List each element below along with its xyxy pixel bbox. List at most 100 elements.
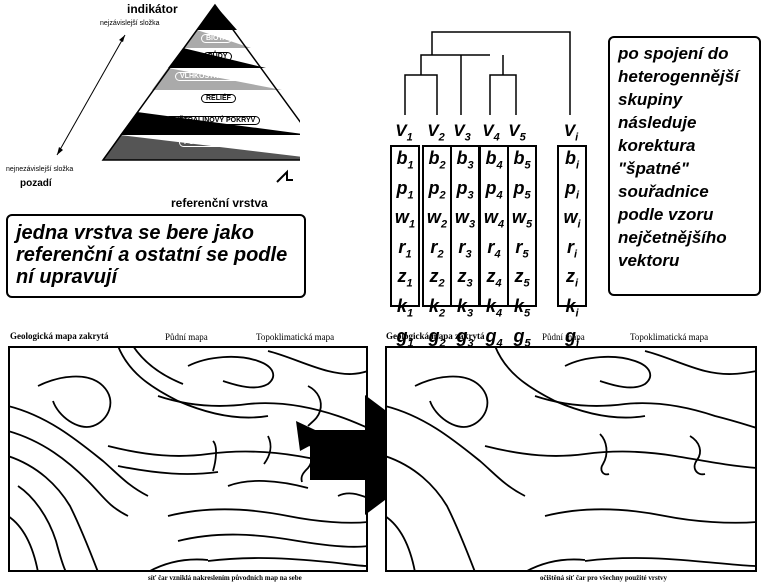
vector-cell: r1	[398, 236, 412, 261]
left-map-title-soil: Půdní mapa	[165, 332, 208, 342]
pyramid-outline	[101, 3, 300, 161]
pyramid-diagram	[56, 3, 300, 183]
dendrogram	[404, 31, 571, 115]
dendro-v1-v2	[404, 74, 438, 115]
vector-column-v5: b5 p5 w5 r5 z5 k5 g5	[507, 145, 537, 349]
left-map-caption: síť čar vzniklá nakreslením původních ma…	[148, 574, 302, 582]
vector-cell: ri	[566, 236, 578, 261]
vector-cell: g3	[456, 325, 474, 350]
right-box-line-10: vektoru	[618, 251, 680, 270]
vector-cell: w4	[483, 207, 505, 231]
arrow-head-top	[119, 35, 125, 42]
vector-head-v3: V3	[453, 121, 471, 144]
vector-cell: p4	[485, 177, 503, 202]
right-box-line-7: souřadnice	[618, 182, 709, 201]
vector-column-v4: b4 p4 w4 r4 z4 k4 g4	[479, 145, 509, 349]
vector-cell: w1	[394, 207, 416, 231]
right-box-line-2: heterogennější	[618, 67, 739, 86]
right-map-title-soil: Půdní mapa	[542, 332, 585, 342]
vector-cell: z3	[457, 266, 473, 290]
vector-cell: wi	[563, 207, 581, 231]
vector-cell: g5	[513, 325, 531, 350]
right-map-title-topo: Topoklimatická mapa	[630, 332, 709, 342]
vector-cell: z4	[486, 266, 502, 290]
background-label: pozadí	[20, 178, 52, 189]
vector-cell: w5	[511, 207, 533, 231]
right-map-caption: očištěná síť čar pro všechny použité vrs…	[540, 574, 668, 582]
vector-cell: bi	[564, 148, 580, 172]
vector-cell: z2	[429, 266, 445, 290]
vector-cell: b4	[485, 148, 503, 172]
vector-cell: g1	[396, 325, 414, 350]
vector-cell: p1	[396, 177, 414, 202]
pyramid-layer-3	[168, 48, 266, 68]
right-box-line-9: nejčetnějšího	[618, 228, 727, 247]
vector-cell: gi	[564, 325, 580, 350]
vector-cell: r4	[487, 236, 501, 261]
vector-cell: k2	[428, 295, 446, 320]
layer-label-moisture: VLHKOSTNÍ POMĚRY	[175, 72, 258, 81]
vector-cell: p2	[428, 177, 446, 202]
vector-cell: pi	[564, 177, 580, 202]
transformation-arrow-icon	[310, 395, 445, 515]
reference-arrow-icon	[276, 169, 293, 183]
pyramid-layer-4	[152, 68, 282, 90]
indicator-label: indikátor	[127, 2, 178, 16]
pyramid-layer-1	[197, 5, 237, 30]
dependency-arrow-line	[56, 34, 126, 156]
vector-column-vi: bi pi wi ri zi ki gi	[557, 145, 587, 349]
most-independent-label: nejnezávislejší složka	[6, 166, 74, 173]
left-box-line-3: ní upravují	[16, 266, 118, 288]
vector-head-v1: V1	[395, 121, 413, 144]
vector-cell: k4	[485, 295, 503, 320]
vector-cell: b1	[396, 148, 414, 172]
layer-label-relief: RELIÉF	[201, 94, 236, 103]
vector-cell: w2	[426, 207, 448, 231]
vector-cell: p5	[513, 177, 531, 202]
right-box-line-5: korektura	[618, 136, 696, 155]
vector-column-v3: b3 p3 w3 r3 z3 k3 g3	[450, 145, 480, 349]
right-map-title-geology: Geologická mapa zakrytá	[386, 331, 485, 341]
vector-cell: b3	[456, 148, 474, 172]
vector-cell: z5	[514, 266, 530, 290]
right-box-line-3: skupiny	[618, 90, 683, 109]
right-cleaned-map	[385, 346, 757, 572]
left-map-title-geology: Geologická mapa zakrytá	[10, 331, 109, 341]
vector-cell: p3	[456, 177, 474, 202]
reference-text-box: jedna vrstva se bere jako referenční a o…	[6, 214, 306, 298]
arrow-head-bottom	[57, 147, 63, 155]
vector-cell: g4	[485, 325, 503, 350]
vector-cell: zi	[565, 266, 579, 290]
right-box-line-4: následuje	[618, 113, 697, 132]
vector-head-v4: V4	[482, 121, 500, 144]
left-box-line-1: jedna vrstva se bere jako	[16, 222, 254, 244]
vector-cell: ki	[565, 295, 579, 320]
layer-label-geology: GEOLOGICKÁ STRUKTURA	[162, 164, 266, 173]
vector-cell: b5	[513, 148, 531, 172]
dendro-root	[431, 31, 571, 115]
pyramid-layer-7	[103, 135, 300, 160]
dendro-v4-v5	[489, 74, 517, 115]
vector-cell: r3	[458, 236, 472, 261]
most-dependent-label: nejzávislejší složka	[100, 20, 160, 27]
layer-label-soils: PŮDY	[203, 52, 233, 61]
vector-cell: k3	[456, 295, 474, 320]
layer-label-biota: BIOTA	[201, 34, 233, 43]
vector-cell: w3	[454, 207, 476, 231]
left-box-line-2: referenční a ostatní se podle	[16, 244, 288, 266]
right-box-line-6: "špatné"	[618, 159, 689, 178]
vector-cell: b2	[428, 148, 446, 172]
layer-label-weathering: ZVĚTRALINOVÝ POKRYV	[165, 116, 261, 125]
vector-column-v2: b2 p2 w2 r2 z2 k2 g2	[422, 145, 452, 349]
vector-cell: g2	[428, 325, 446, 350]
right-box-line-1: po spojení do	[618, 44, 729, 63]
correction-text-box: po spojení do heterogennější skupiny nás…	[608, 36, 761, 296]
vector-cell: r2	[430, 236, 444, 261]
vector-column-v1: b1 p1 w1 r1 z1 k1 g1	[390, 145, 420, 349]
dendro-join-a	[420, 54, 490, 75]
layer-label-climate: PODNEBÍ (energie)	[179, 138, 253, 147]
vector-cell: k5	[513, 295, 531, 320]
vector-cell: k1	[396, 295, 414, 320]
pyramid-layer-2	[183, 30, 251, 48]
vector-head-vi: Vi	[563, 121, 579, 144]
